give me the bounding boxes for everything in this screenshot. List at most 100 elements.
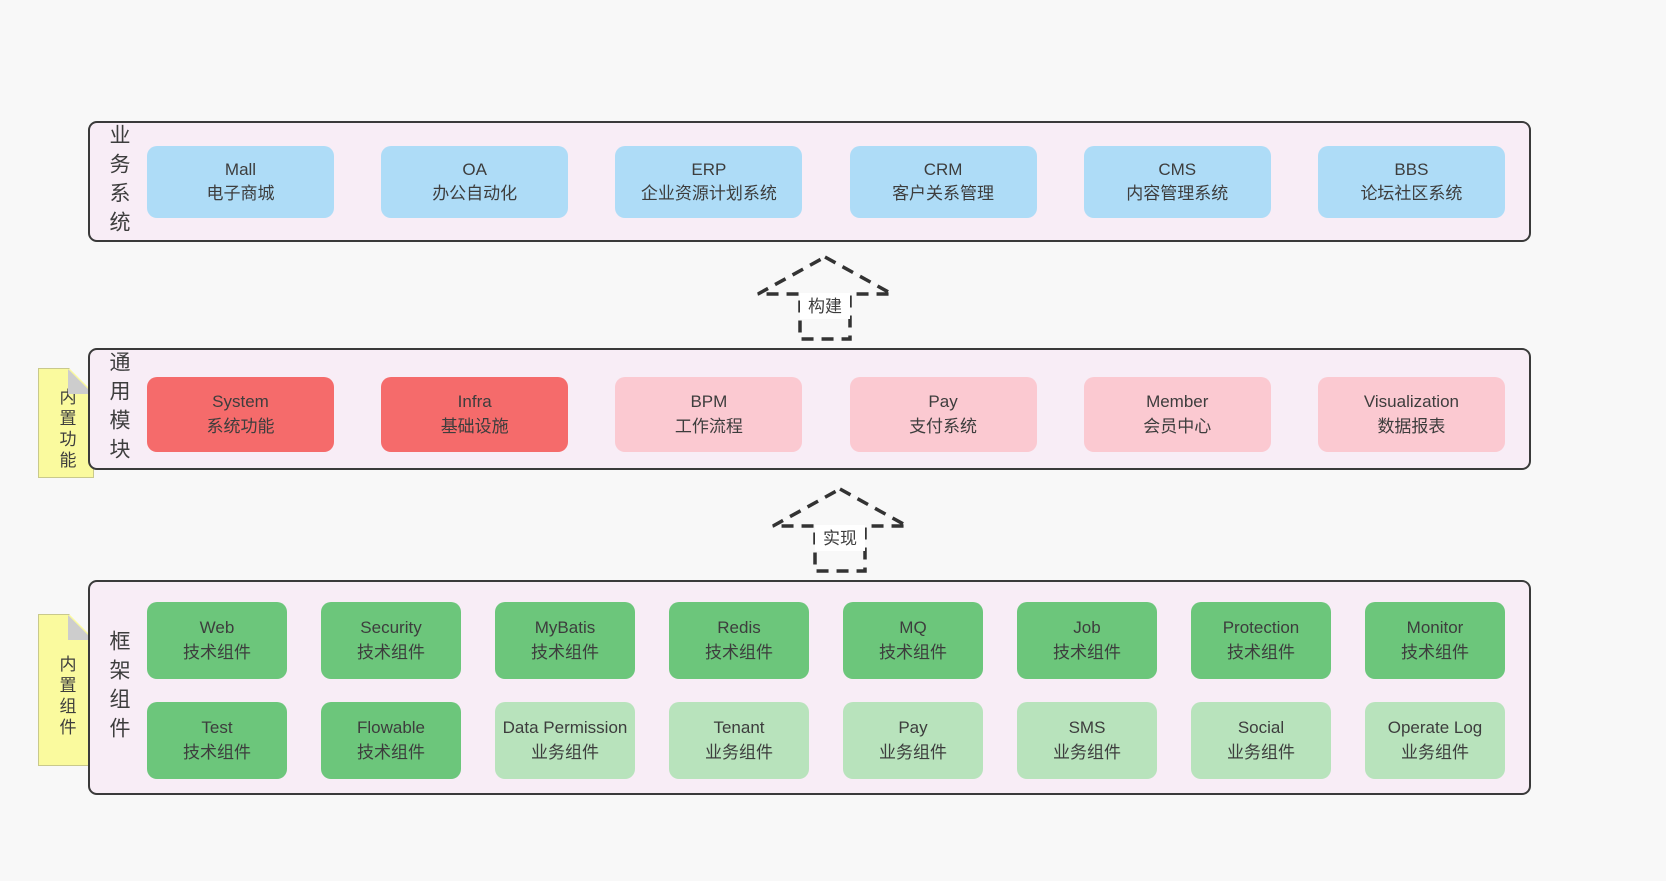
box-subtitle: 业务组件 (1401, 742, 1469, 762)
arrow-label-bg (815, 525, 865, 551)
layer-vertical-label: 通用模块 (107, 351, 130, 467)
box-infra: Infra 基础设施 (381, 377, 569, 452)
box-protection: Protection 技术组件 (1191, 602, 1331, 679)
sticky-tag-label: 内置组件 (56, 655, 76, 739)
box-subtitle: 技术组件 (357, 642, 425, 662)
box-subtitle: 业务组件 (1227, 742, 1295, 762)
box-pay-module: Pay 支付系统 (849, 377, 1037, 452)
box-flowable: Flowable 技术组件 (321, 702, 461, 779)
box-subtitle: 内容管理系统 (1126, 184, 1229, 203)
box-subtitle: 会员中心 (1143, 416, 1212, 436)
box-subtitle: 技术组件 (531, 642, 599, 662)
box-crm: CRM 客户关系管理 (849, 146, 1037, 218)
box-mall: Mall 电子商城 (147, 146, 334, 218)
layer-vertical-label: 框架组件 (107, 629, 130, 746)
box-member: Member 会员中心 (1083, 377, 1271, 452)
box-subtitle: 系统功能 (206, 416, 275, 436)
box-subtitle: 技术组件 (357, 742, 425, 762)
arrow-label: 构建 (808, 297, 842, 316)
box-operate-log: Operate Log 业务组件 (1365, 702, 1505, 779)
box-title: Protection (1222, 618, 1300, 638)
box-system: System 系统功能 (147, 377, 334, 452)
box-title: Flowable (356, 718, 426, 738)
box-subtitle: 客户关系管理 (892, 184, 995, 203)
box-test: Test 技术组件 (147, 702, 287, 779)
box-title: Test (201, 718, 233, 738)
box-visualization: Visualization 数据报表 (1317, 377, 1505, 452)
box-title: Monitor (1406, 618, 1464, 638)
box-redis: Redis 技术组件 (669, 602, 809, 679)
box-security: Security 技术组件 (321, 602, 461, 679)
box-subtitle: 电子商城 (206, 184, 275, 203)
box-subtitle: 技术组件 (705, 642, 773, 662)
modules-boxes-row: System 系统功能 Infra 基础设施 BPM 工作流程 Pay 支付系统… (147, 377, 1505, 452)
box-bpm: BPM 工作流程 (615, 377, 803, 452)
box-cms: CMS 内容管理系统 (1083, 146, 1271, 218)
box-oa: OA 办公自动化 (381, 146, 569, 218)
box-subtitle: 技术组件 (879, 642, 947, 662)
box-title: Visualization (1363, 392, 1459, 412)
box-erp: ERP 企业资源计划系统 (615, 146, 803, 218)
components-row-1: Web 技术组件 Security 技术组件 MyBatis 技术组件 Redi… (147, 602, 1505, 679)
box-monitor: Monitor 技术组件 (1365, 602, 1505, 679)
box-subtitle: 技术组件 (183, 742, 251, 762)
box-subtitle: 业务组件 (705, 742, 773, 762)
box-title: Data Permission (502, 718, 628, 738)
box-title: CRM (923, 159, 963, 179)
box-subtitle: 工作流程 (674, 416, 743, 436)
box-title: Pay (928, 392, 958, 412)
box-subtitle: 业务组件 (879, 742, 947, 762)
common-modules-layer: 通用模块 System 系统功能 Infra 基础设施 BPM 工作流程 Pay… (88, 348, 1531, 470)
box-title: Redis (717, 618, 761, 638)
box-subtitle: 业务组件 (531, 742, 599, 762)
box-title: ERP (691, 159, 727, 179)
business-boxes-row: Mall 电子商城 OA 办公自动化 ERP 企业资源计划系统 CRM 客户关系… (147, 146, 1505, 218)
implement-arrow: 实现 (770, 486, 910, 574)
box-subtitle: 技术组件 (1053, 642, 1121, 662)
box-title: System (212, 392, 269, 412)
box-title: Mall (224, 159, 257, 179)
box-tenant: Tenant 业务组件 (669, 702, 809, 779)
box-mq: MQ 技术组件 (843, 602, 983, 679)
box-pay-component: Pay 业务组件 (843, 702, 983, 779)
box-subtitle: 技术组件 (183, 642, 251, 662)
box-title: MyBatis (534, 618, 596, 638)
box-subtitle: 企业资源计划系统 (640, 184, 777, 203)
box-title: Pay (898, 718, 928, 738)
box-title: Infra (457, 392, 492, 412)
box-subtitle: 论坛社区系统 (1360, 184, 1463, 203)
box-social: Social 业务组件 (1191, 702, 1331, 779)
box-title: Job (1073, 618, 1101, 638)
box-subtitle: 办公自动化 (432, 184, 518, 203)
box-title: BBS (1394, 159, 1429, 179)
box-subtitle: 技术组件 (1401, 642, 1469, 662)
box-title: Web (199, 618, 235, 638)
box-sms: SMS 业务组件 (1017, 702, 1157, 779)
box-data-permission: Data Permission 业务组件 (495, 702, 635, 779)
up-arrow-icon (772, 487, 908, 573)
box-title: SMS (1068, 718, 1106, 738)
box-title: OA (462, 159, 487, 179)
box-title: Social (1237, 718, 1285, 738)
box-mybatis: MyBatis 技术组件 (495, 602, 635, 679)
business-systems-layer: 业务系统 Mall 电子商城 OA 办公自动化 ERP 企业资源计划系统 CRM… (88, 121, 1531, 242)
sticky-tag-label: 内置功能 (56, 388, 76, 472)
box-subtitle: 技术组件 (1227, 642, 1295, 662)
box-title: Tenant (713, 718, 765, 738)
box-web: Web 技术组件 (147, 602, 287, 679)
box-title: MQ (899, 618, 927, 638)
box-title: BPM (690, 392, 728, 412)
up-arrow-icon (757, 255, 893, 341)
box-title: Operate Log (1387, 718, 1483, 738)
build-arrow: 构建 (755, 254, 895, 342)
box-title: Member (1146, 392, 1209, 412)
box-subtitle: 业务组件 (1053, 742, 1121, 762)
sticky-tag-builtin-features: 内置功能 (38, 368, 94, 478)
box-job: Job 技术组件 (1017, 602, 1157, 679)
components-row-2: Test 技术组件 Flowable 技术组件 Data Permission … (147, 702, 1505, 779)
box-title: CMS (1158, 159, 1197, 179)
box-subtitle: 支付系统 (909, 416, 978, 436)
arrow-label: 实现 (823, 529, 857, 548)
arrow-label-bg (800, 293, 850, 319)
box-subtitle: 基础设施 (440, 416, 509, 436)
